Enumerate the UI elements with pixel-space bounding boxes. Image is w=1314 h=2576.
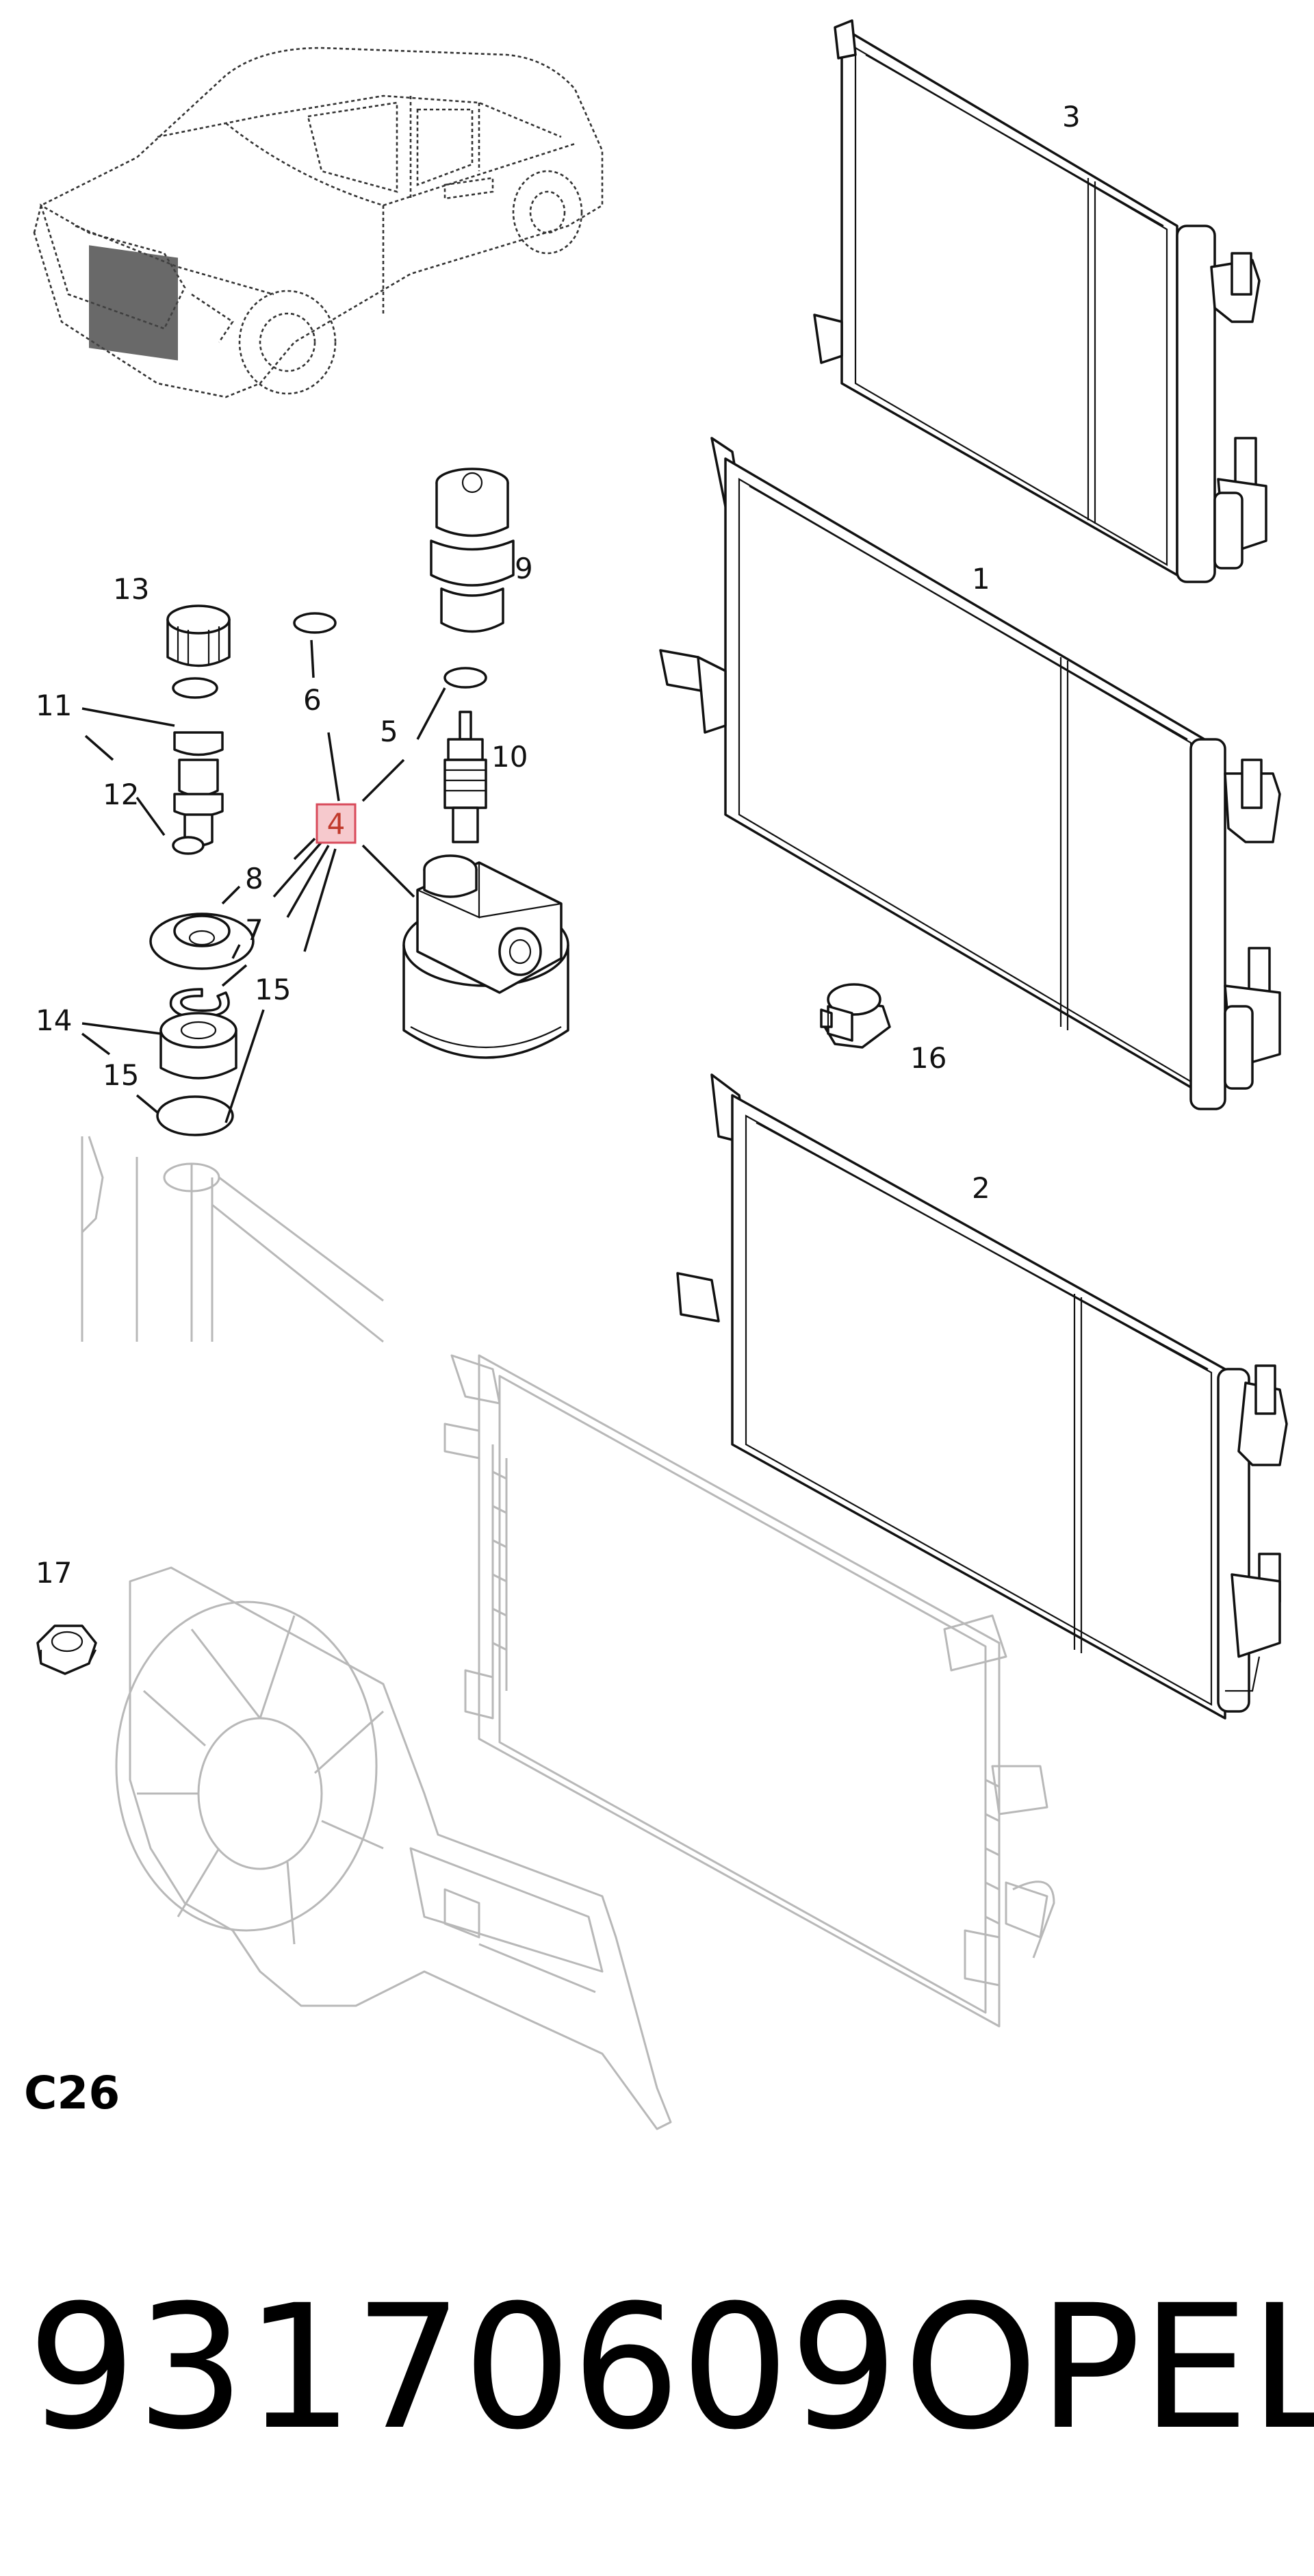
ghosted-radiator-and-fan (81, 1136, 1055, 2130)
callout-16: 16 (910, 1041, 946, 1075)
callout-3: 3 (1062, 100, 1081, 133)
seal-under-13 (172, 677, 218, 699)
callout-12: 12 (103, 778, 139, 811)
callout-15b: 15 (103, 1058, 139, 1092)
circlip-7 (169, 988, 230, 1019)
footer-part-number: 93170609 (27, 2268, 898, 2467)
callout-5: 5 (380, 715, 398, 748)
o-ring-5 (443, 667, 487, 689)
callout-14: 14 (36, 1004, 72, 1037)
condenser-1 (659, 437, 1281, 1110)
callout-4-highlight (315, 803, 357, 844)
callout-8: 8 (245, 862, 263, 895)
small-parts-cluster (149, 468, 569, 1136)
o-ring-15 (156, 1095, 234, 1136)
o-ring-12 (172, 836, 205, 855)
valve-10 (443, 711, 487, 843)
callout-9: 9 (515, 552, 533, 585)
o-ring-6 (293, 612, 337, 634)
condenser-2 (676, 1073, 1288, 1720)
washer-8 (149, 913, 255, 970)
callout-15a: 15 (255, 973, 291, 1006)
callout-1: 1 (972, 562, 990, 596)
callout-4: 4 (327, 807, 346, 841)
filter-14 (159, 1012, 237, 1080)
condenser-3 (813, 19, 1267, 583)
receiver-drier-4 (402, 854, 569, 1059)
nut-17 (36, 1624, 97, 1675)
callout-11: 11 (36, 689, 72, 722)
footer-brand: OPEL (903, 2268, 1314, 2467)
callout-labels: 1 2 3 4 5 6 7 8 9 10 11 12 13 14 15 15 1… (36, 100, 1081, 1590)
callout-2: 2 (972, 1171, 990, 1205)
callout-7: 7 (245, 913, 263, 947)
leader-lines (81, 639, 446, 1123)
callout-6: 6 (303, 683, 322, 717)
valve-core-11 (173, 731, 224, 847)
bolt-16 (820, 983, 891, 1049)
section-code: C26 (24, 2067, 120, 2119)
cap-13 (166, 604, 231, 667)
callout-13: 13 (113, 572, 149, 606)
car-overview-illustration (33, 47, 604, 398)
pressure-switch-9 (430, 468, 515, 633)
grille-highlight (89, 245, 178, 361)
callout-17: 17 (36, 1556, 72, 1590)
callout-10: 10 (491, 740, 528, 774)
